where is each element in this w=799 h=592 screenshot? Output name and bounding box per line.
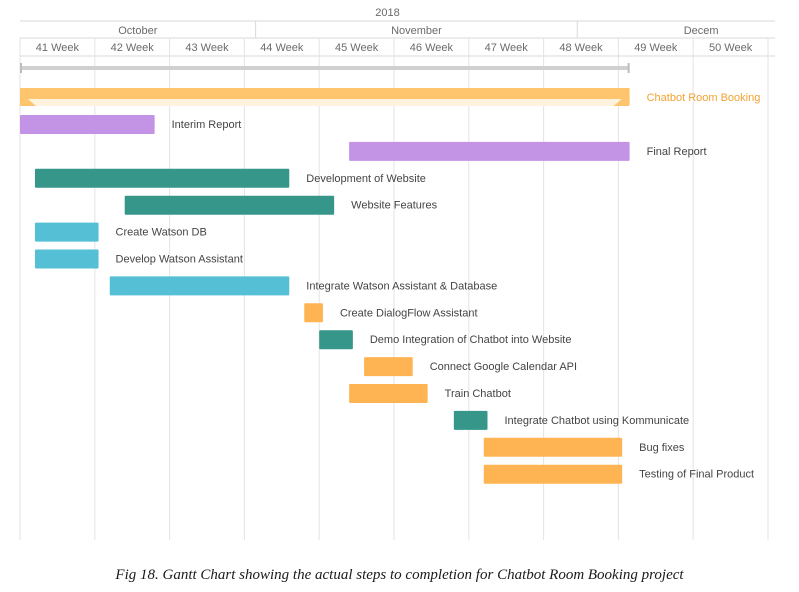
task-bar (364, 357, 413, 377)
timeline-cap (20, 63, 22, 73)
task-label: Train Chatbot (445, 388, 511, 400)
week-label: 50 Week (709, 42, 753, 54)
task-label: Development of Website (306, 173, 426, 185)
task-bar (349, 384, 428, 403)
task-label: Demo Integration of Chatbot into Website (370, 334, 572, 346)
week-label: 41 Week (36, 42, 80, 54)
task-label: Integrate Chatbot using Kommunicate (505, 415, 690, 427)
week-label: 46 Week (410, 42, 454, 54)
task-label: Interim Report (172, 119, 242, 131)
task-bar (349, 141, 630, 161)
task-label: Create DialogFlow Assistant (340, 307, 478, 319)
task-bar (483, 437, 623, 457)
task-label: Create Watson DB (116, 227, 207, 239)
week-label: 48 Week (559, 42, 603, 54)
task-bar (483, 464, 623, 484)
task-bar (34, 249, 99, 269)
task-bar (109, 276, 290, 296)
task-bar (319, 330, 353, 350)
task-bar (453, 410, 488, 430)
month-label: November (391, 25, 442, 37)
task-bar (304, 303, 323, 323)
project-bar-inner (28, 99, 622, 106)
week-label: 42 Week (111, 42, 155, 54)
week-label: 49 Week (634, 42, 678, 54)
task-label: Develop Watson Assistant (116, 254, 243, 266)
task-label: Connect Google Calendar API (430, 361, 577, 373)
task-bar (124, 195, 335, 215)
task-label: Testing of Final Product (639, 469, 754, 481)
month-label: Decem (684, 25, 719, 37)
week-label: 47 Week (485, 42, 529, 54)
figure-caption: Fig 18. Gantt Chart showing the actual s… (115, 567, 684, 583)
week-label: 44 Week (260, 42, 304, 54)
task-label: Final Report (647, 146, 707, 158)
task-bar (34, 168, 290, 188)
project-label: Chatbot Room Booking (647, 92, 761, 104)
timeline-cap (627, 63, 630, 73)
task-label: Bug fixes (639, 442, 685, 454)
task-label: Integrate Watson Assistant & Database (306, 280, 497, 292)
timeline-bar (20, 66, 630, 70)
week-label: 43 Week (185, 42, 229, 54)
month-label: October (118, 25, 157, 37)
week-label: 45 Week (335, 42, 379, 54)
task-bar (20, 115, 155, 134)
task-bar (34, 222, 99, 242)
year-label: 2018 (375, 7, 399, 19)
task-label: Website Features (351, 200, 438, 212)
